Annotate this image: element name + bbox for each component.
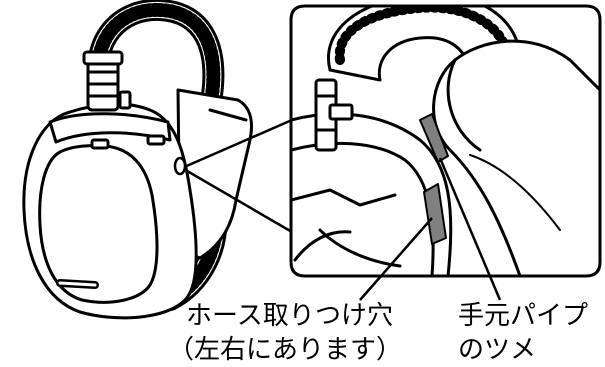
vacuum-body — [22, 0, 253, 320]
hand-pipe — [432, 39, 600, 276]
leader-hand-pipe — [438, 157, 502, 301]
hose-hole-note: （左右にあります） — [168, 335, 403, 365]
hand-pipe-claw — [419, 113, 449, 163]
zoom-detail — [289, 4, 602, 278]
hand-pipe-label: 手元パイプ — [458, 301, 589, 331]
hose-hole — [423, 183, 447, 245]
leader-hose-hole — [359, 217, 433, 301]
leader-lines — [359, 157, 502, 301]
hand-pipe-claw-label: のツメ — [458, 335, 537, 365]
hose-hole-label: ホース取りつけ穴 — [186, 301, 393, 331]
callout-connector — [181, 118, 293, 234]
callout-origin — [173, 156, 187, 176]
front-panel — [38, 144, 159, 304]
